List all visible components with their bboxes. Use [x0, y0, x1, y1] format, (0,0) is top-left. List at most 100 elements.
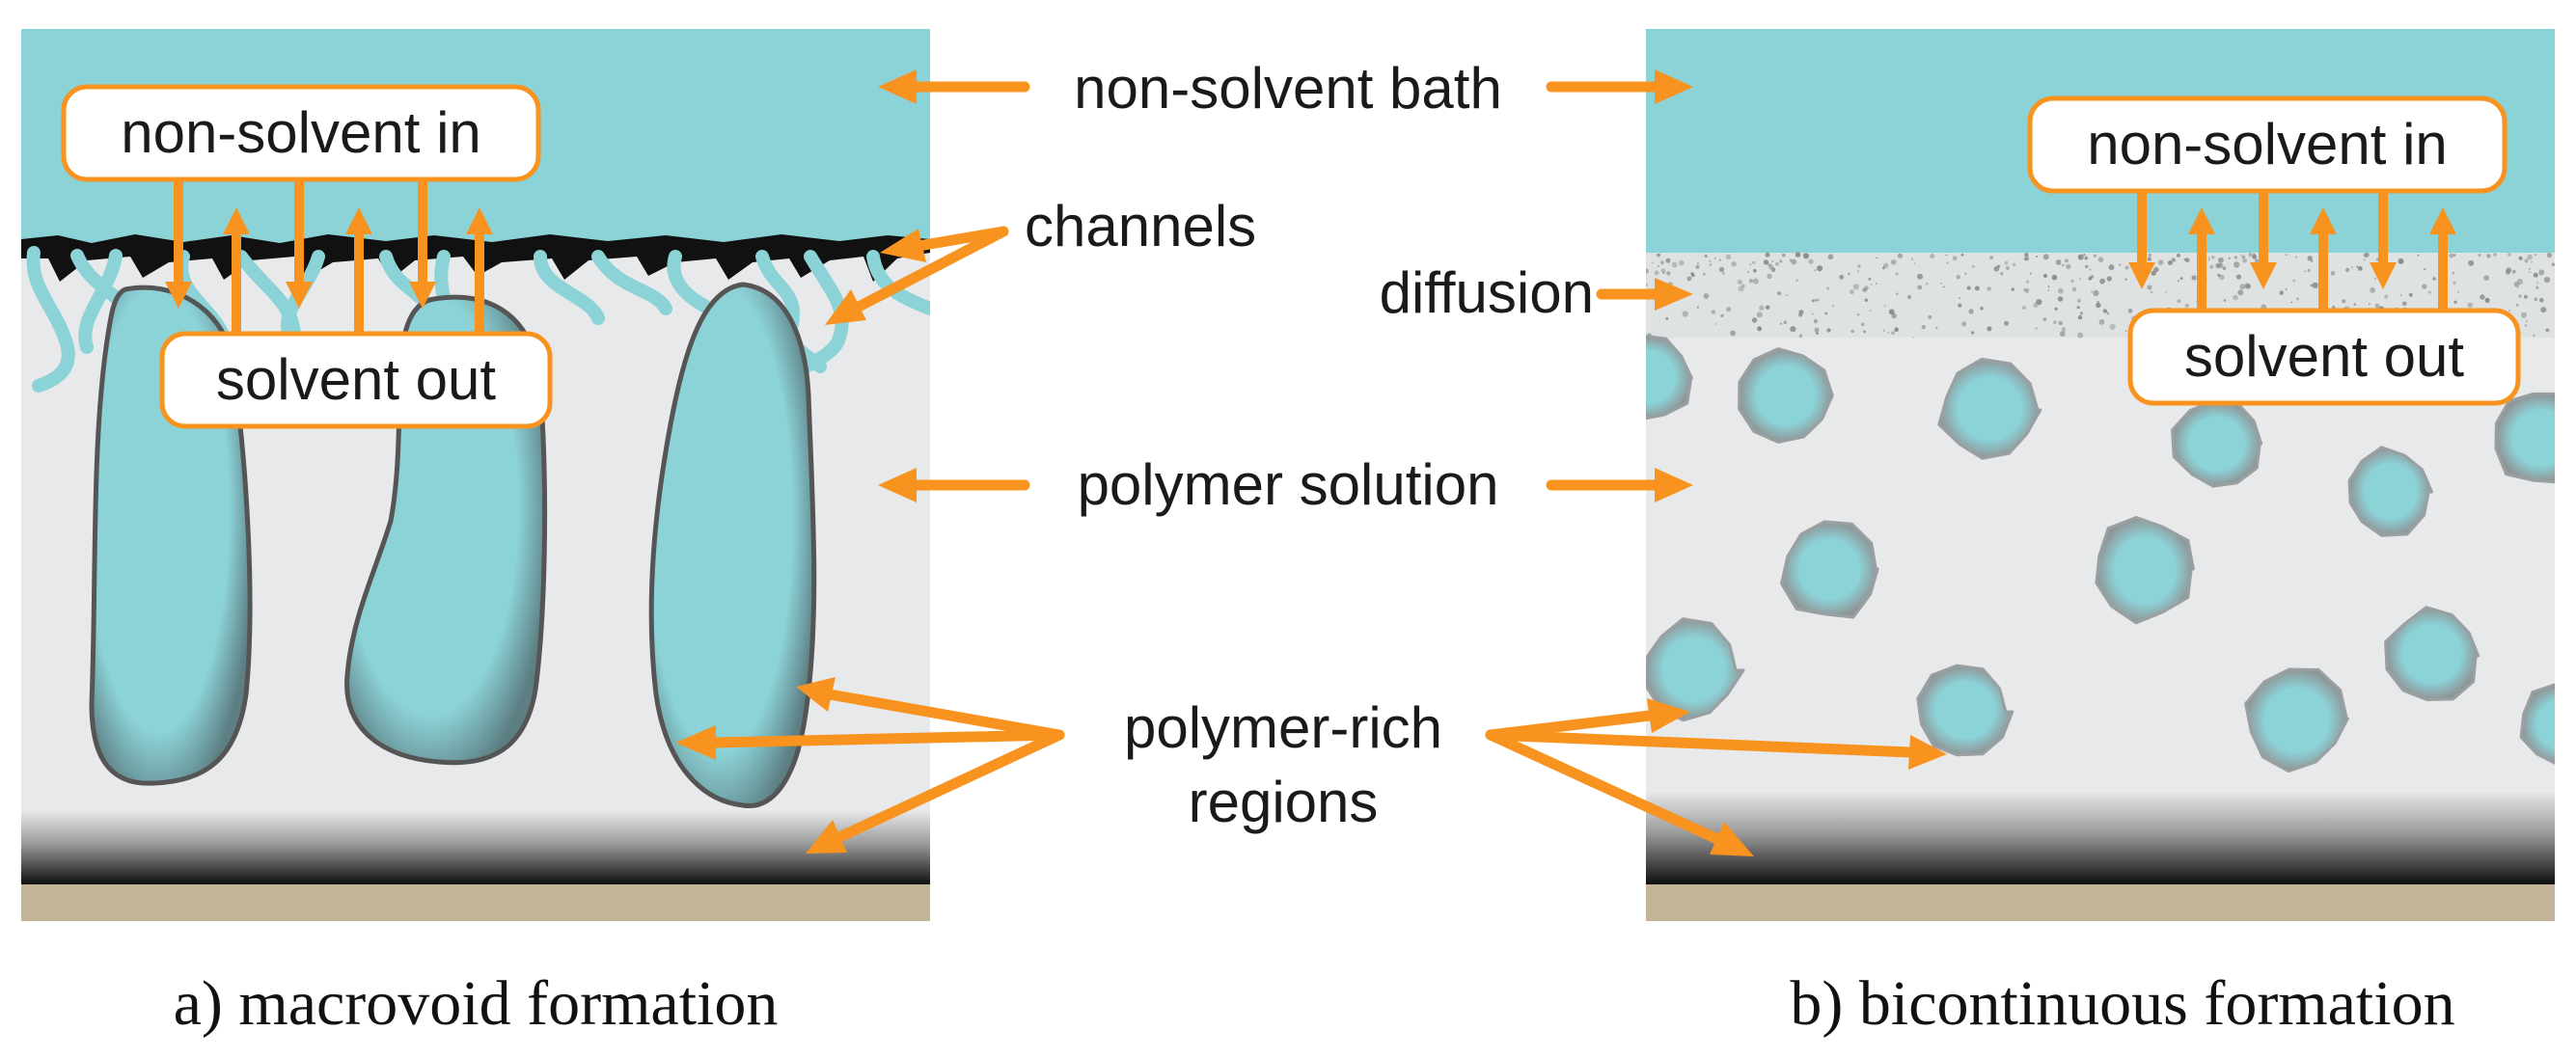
diffusion-speckle [2222, 266, 2227, 271]
diffusion-speckle [2191, 275, 2197, 281]
diffusion-speckle [2374, 303, 2380, 309]
diffusion-speckle [1817, 265, 1823, 272]
polymer-rich-label-line2: regions [1189, 770, 1379, 834]
diffusion-speckle [2311, 259, 2314, 262]
diffusion-speckle [2480, 294, 2485, 300]
diffusion-speckle [1747, 271, 1750, 274]
diffusion-speckle [1864, 298, 1869, 302]
diffusion-speckle [2505, 269, 2510, 275]
diffusion-speckle [1759, 305, 1765, 312]
diffusion-speckle [2127, 308, 2133, 313]
diffusion-speckle [1839, 274, 1845, 280]
diffusion-speckle [2124, 265, 2129, 270]
diffusion-speckle [1894, 327, 1899, 333]
diffusion-speckle [2005, 265, 2011, 270]
diffusion-speckle [2025, 280, 2030, 284]
diffusion-speckle [1888, 309, 1895, 315]
diffusion-speckle [2543, 277, 2551, 284]
diffusion-speckle [1852, 284, 1860, 290]
diffusion-speckle [2099, 278, 2106, 285]
diffusion-speckle [1882, 329, 1886, 332]
diffusion-speckle [1662, 271, 1665, 275]
diffusion-speckle [1882, 266, 1885, 270]
diffusion-speckle [1757, 326, 1763, 332]
diffusion-speckle [2184, 303, 2190, 309]
diffusion-speckle [2147, 285, 2152, 290]
diffusion-speckle [1966, 285, 1971, 290]
diffusion-speckle [1989, 256, 1994, 259]
diffusion-speckle [2295, 256, 2297, 258]
diffusion-speckle [2064, 258, 2069, 263]
diffusion-speckle [1958, 303, 1962, 308]
diffusion-speckle [1863, 330, 1866, 334]
left-solvent-out-box [159, 331, 553, 429]
polymer-rich-blob [1780, 520, 1879, 619]
diffusion-speckle [1682, 311, 1688, 317]
left-solvent-out-label: solvent out [216, 347, 497, 412]
diffusion-speckle [1753, 268, 1757, 273]
diffusion-speckle [2233, 294, 2238, 301]
diffusion-speckle [2551, 262, 2555, 267]
diffusion-speckle [1913, 262, 1916, 265]
left-diffusion-arrows [165, 178, 493, 338]
diffusion-speckle [2052, 320, 2057, 324]
diffusion-speckle [2223, 299, 2227, 302]
diffusion-speckle [1974, 285, 1980, 291]
diffusion-speckle [1814, 299, 1818, 302]
diffusion-speckle [2279, 290, 2284, 295]
diffusion-speckle [2217, 257, 2224, 263]
diffusion-speckle [2090, 275, 2095, 279]
diffusion-speckle [2246, 284, 2251, 289]
diffusion-speckle [2077, 254, 2084, 260]
diffusion-speckle [2004, 320, 2010, 326]
diffusion-speckle [2486, 254, 2491, 258]
diffusion-speckle [1959, 297, 1960, 300]
right-diffusion-arrows [2128, 191, 2456, 311]
diffusion-speckle [2165, 291, 2167, 293]
diffusion-speckle [1713, 257, 1717, 260]
diffusion-speckle [1795, 252, 1801, 258]
diffusion-speckle [2070, 279, 2074, 283]
diffusion-speckle [2483, 275, 2489, 281]
diffusion-speckle [2096, 302, 2101, 309]
polymer-rich-blob [1646, 617, 1745, 722]
diffusion-speckle [2119, 263, 2122, 266]
diffusion-speckle [1731, 261, 1737, 267]
diffusion-speckle [1660, 268, 1666, 274]
diffusion-speckle [2467, 302, 2473, 309]
diffusion-speckle [1779, 259, 1783, 263]
diffusion-speckle [1749, 263, 1752, 266]
diffusion-speckle [1883, 262, 1889, 268]
diffusion-speckle [2179, 277, 2183, 281]
diffusion-speckle [1987, 286, 1991, 291]
diffusion-speckle [1870, 284, 1873, 285]
diffusion-speckle [2368, 303, 2370, 306]
diffusion-speckle [1910, 258, 1914, 260]
diffusion-speckle [1868, 277, 1872, 281]
diffusion-speckle [1816, 332, 1819, 335]
diffusion-speckle [2453, 300, 2457, 304]
diffusion-speckle [2062, 263, 2065, 267]
diffusion-speckle [2453, 254, 2456, 258]
diffusion-speckle [1993, 266, 2000, 272]
diffusion-speckle [2531, 260, 2534, 263]
diffusion-speckle [2529, 271, 2531, 273]
diffusion-speckle [2539, 297, 2544, 303]
diffusion-speckle [1942, 285, 1945, 288]
polymer-rich-blob [2095, 516, 2195, 625]
diffusion-speckle [2239, 284, 2246, 290]
diffusion-speckle [1711, 310, 1716, 314]
diffusion-speckle [2310, 284, 2314, 287]
diffusion-speckle [2330, 271, 2336, 276]
diffusion-speckle [2432, 277, 2436, 281]
diffusion-speckle [2357, 266, 2363, 271]
diffusion-speckle [1896, 292, 1899, 295]
diffusion-speckle [2524, 258, 2529, 263]
diffusion-speckle [1960, 253, 1964, 257]
diffusion-speckle [1763, 259, 1769, 265]
diffusion-speckle [1795, 279, 1798, 283]
diffusion-speckle [2527, 254, 2533, 260]
diffusion-speckle [2029, 272, 2032, 275]
polymer-rich-blob [1646, 335, 1693, 420]
